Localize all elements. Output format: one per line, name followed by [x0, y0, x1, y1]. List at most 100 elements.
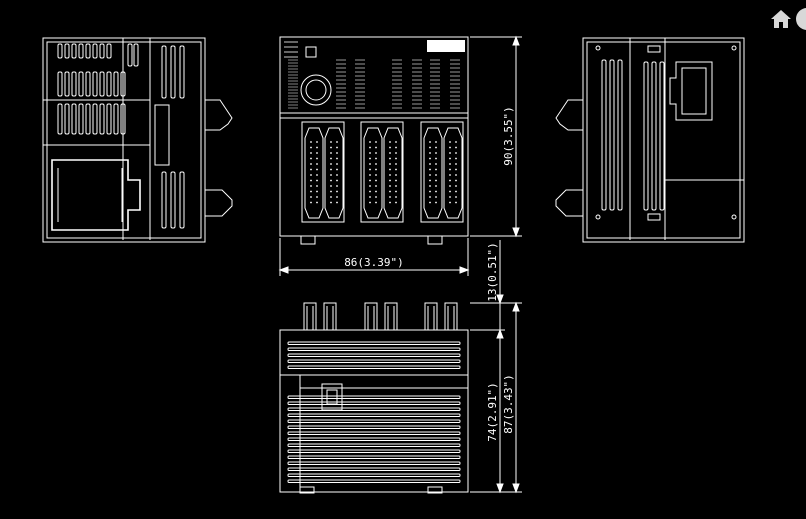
terminal-pin	[375, 141, 377, 143]
terminal-pin	[330, 146, 332, 149]
terminal-connector	[443, 127, 463, 219]
vent-slot	[161, 171, 167, 229]
connector-plug	[323, 302, 337, 331]
terminal-pin	[395, 163, 397, 165]
vent-slot	[78, 43, 84, 59]
terminal-block	[360, 121, 404, 223]
terminal-pin	[429, 168, 431, 171]
terminal-pin	[389, 174, 391, 176]
terminal-pin	[310, 163, 312, 165]
terminal-pin	[316, 168, 318, 171]
terminal-pin	[375, 196, 377, 198]
terminal-pin	[389, 190, 391, 193]
terminal-pin	[369, 174, 371, 176]
connector-plug	[444, 302, 458, 331]
vent-slot	[57, 103, 63, 135]
terminal-pin	[455, 179, 457, 182]
terminal-pin	[455, 201, 457, 204]
left-side-view	[42, 37, 233, 243]
vent-slot	[287, 437, 461, 441]
terminal-pin	[395, 174, 397, 176]
terminal-pin	[389, 196, 391, 198]
dim-total-depth-label: 87(3.43")	[502, 374, 515, 434]
vent-slot	[287, 467, 461, 471]
terminal-pin	[449, 157, 451, 160]
vent-slot	[287, 419, 461, 423]
terminal-pin	[429, 141, 431, 143]
terminal-pin	[375, 174, 377, 176]
terminal-pin	[310, 185, 312, 187]
terminal-pin	[429, 163, 431, 165]
terminal-pin	[375, 163, 377, 165]
terminal-pin	[310, 201, 312, 204]
terminal-pin	[455, 168, 457, 171]
home-icon	[771, 10, 791, 28]
terminal-pin	[389, 179, 391, 182]
terminal-pin	[449, 168, 451, 171]
vent-slot	[287, 341, 461, 345]
vent-slot	[71, 71, 77, 97]
terminal-pin	[389, 146, 391, 149]
terminal-pin	[336, 146, 338, 149]
home-button[interactable]	[768, 6, 794, 32]
vent-slot	[113, 103, 119, 135]
vent-slot	[64, 71, 70, 97]
dim-height-label: 90(3.55")	[502, 106, 515, 166]
terminal-pin	[310, 146, 312, 149]
terminal-pin	[435, 141, 437, 143]
terminal-pin	[330, 168, 332, 171]
vent-slot	[287, 449, 461, 453]
terminal-pin	[455, 146, 457, 149]
terminal-pin	[395, 185, 397, 187]
terminal-pin	[316, 185, 318, 187]
terminal-pin	[449, 152, 451, 154]
vent-slot	[71, 43, 77, 59]
terminal-pin	[369, 141, 371, 143]
vent-slot	[71, 103, 77, 135]
vent-slot	[659, 61, 665, 211]
bottom-view	[279, 302, 469, 494]
front-view	[279, 36, 469, 245]
terminal-pin	[369, 146, 371, 149]
vent-slot	[85, 43, 91, 59]
terminal-pin	[316, 157, 318, 160]
terminal-connector	[304, 127, 324, 219]
terminal-pin	[316, 163, 318, 165]
terminal-connector	[324, 127, 344, 219]
terminal-pin	[336, 185, 338, 187]
terminal-pin	[375, 190, 377, 193]
gear-icon[interactable]	[796, 8, 806, 30]
terminal-pin	[330, 152, 332, 154]
dim-body-depth-label: 74(2.91")	[486, 382, 499, 442]
vent-slot	[287, 431, 461, 435]
terminal-pin	[375, 146, 377, 149]
vent-slot	[601, 59, 607, 211]
vent-slot	[127, 43, 133, 67]
vent-slot	[120, 103, 126, 135]
vent-slot	[57, 71, 63, 97]
terminal-pin	[330, 179, 332, 182]
terminal-pin	[435, 185, 437, 187]
terminal-pin	[429, 179, 431, 182]
terminal-pin	[316, 174, 318, 176]
vent-slot	[651, 61, 657, 211]
connector-plug	[364, 302, 378, 331]
terminal-pin	[455, 174, 457, 176]
terminal-pin	[330, 163, 332, 165]
vent-slot	[64, 43, 70, 59]
terminal-pin	[316, 196, 318, 198]
vent-slot	[78, 103, 84, 135]
terminal-pin	[449, 146, 451, 149]
terminal-block	[420, 121, 464, 223]
terminal-pin	[336, 163, 338, 165]
terminal-pin	[395, 168, 397, 171]
terminal-pin	[395, 190, 397, 193]
terminal-pin	[435, 174, 437, 176]
terminal-pin	[369, 201, 371, 204]
vent-slot	[64, 103, 70, 135]
terminal-pin	[395, 179, 397, 182]
terminal-connector	[383, 127, 403, 219]
terminal-pin	[449, 174, 451, 176]
vent-slot	[287, 413, 461, 417]
terminal-pin	[330, 196, 332, 198]
